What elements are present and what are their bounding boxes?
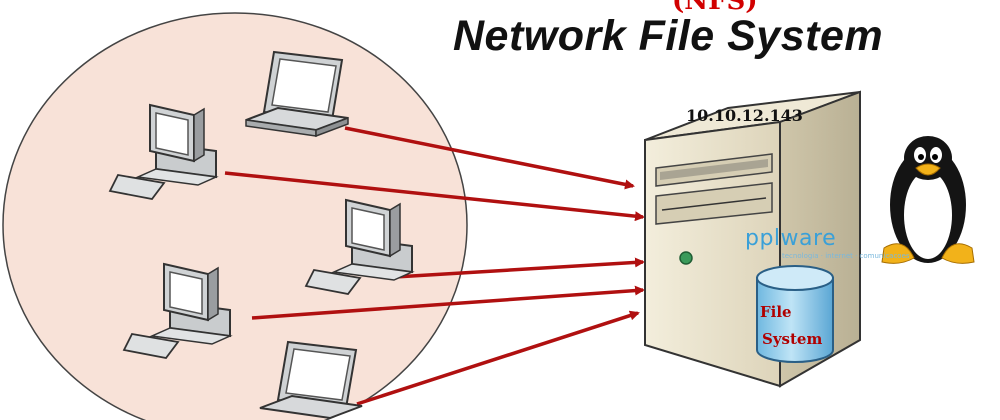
arrow-desktop-left-top <box>224 171 645 222</box>
client-zone-circle <box>2 12 468 420</box>
storage-label-line2: System <box>762 330 823 348</box>
server-ip-address: 10.10.12.143 <box>686 106 803 125</box>
desktop-computer-icon <box>304 198 415 295</box>
diagram-subtitle: (NFS) <box>672 0 758 16</box>
database-cylinder-icon <box>756 265 834 363</box>
storage-label-line1: File <box>760 303 792 321</box>
arrow-desktop-left-bottom <box>251 285 645 320</box>
server-brand-logo: pplware <box>745 226 837 251</box>
desktop-computer-icon <box>122 262 233 359</box>
arrow-laptop-top <box>344 126 635 190</box>
linux-tux-penguin-icon <box>881 136 975 264</box>
client-zone <box>2 12 468 420</box>
arrow-laptop-bottom <box>356 310 640 406</box>
power-led <box>679 251 693 265</box>
diagram-title: Network File System <box>453 12 884 60</box>
desktop-computer-icon <box>108 103 219 200</box>
server-brand-tagline: tecnologia · internet · comunicacoes <box>782 252 910 260</box>
connection-arrows <box>224 126 645 406</box>
arrow-desktop-middle <box>394 257 645 279</box>
laptop-icon <box>245 50 349 138</box>
laptop-icon <box>259 340 363 420</box>
